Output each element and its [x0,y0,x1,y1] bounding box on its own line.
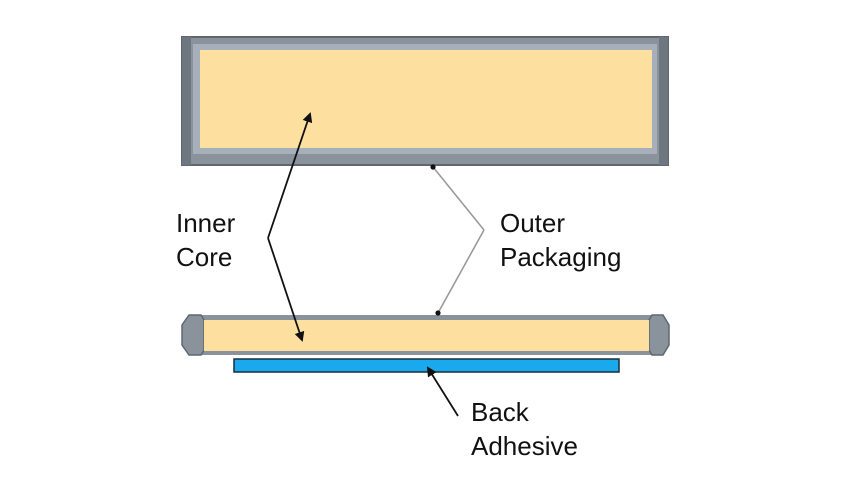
bottom-inner-core [204,320,649,351]
outer-packaging-label-line2: Packaging [500,242,622,272]
back-adhesive-label-line1: Back [471,397,529,427]
back-adhesive-label: Back Adhesive [471,395,578,463]
bottom-right-end-cap [648,314,670,356]
back-adhesive-arrow [426,366,459,417]
inner-core-arrow-down [267,237,305,342]
inner-core-arrow-up [267,112,313,239]
outer-packaging-callout [430,164,485,316]
inner-core-label-line2: Core [176,242,233,272]
top-frame-right-cap [659,37,668,165]
top-panel [181,36,669,166]
outer-packaging-dot-top [430,164,436,170]
back-adhesive-strip [233,358,620,373]
top-frame-left-cap [182,37,191,165]
outer-packaging-label: Outer Packaging [500,206,621,274]
top-inner-core [200,50,652,148]
outer-packaging-leader-top [432,166,485,231]
back-adhesive-label-line2: Adhesive [471,431,578,461]
outer-packaging-dot-bottom [435,310,441,316]
outer-packaging-leader-bottom [437,229,485,314]
inner-core-label-line1: Inner [176,208,236,238]
bottom-left-end-cap [181,314,205,356]
inner-core-label: Inner Core [176,206,235,274]
bottom-panel [181,314,670,356]
inner-core-callout [267,112,313,342]
outer-packaging-label-line1: Outer [500,208,566,238]
